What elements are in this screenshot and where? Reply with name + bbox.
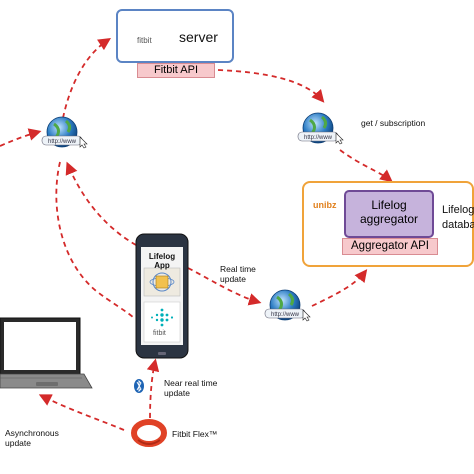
arrow-band-to-phone bbox=[146, 358, 160, 419]
internet-globe-left: http://www bbox=[41, 116, 88, 149]
lifelog-app-label: Lifelog App bbox=[148, 252, 176, 270]
org-label: unibz bbox=[313, 200, 337, 210]
fitbit-server-box bbox=[116, 9, 234, 63]
server-label: server bbox=[179, 29, 218, 45]
svg-text:http://www: http://www bbox=[304, 135, 333, 141]
arrow-band-to-laptop bbox=[38, 394, 125, 431]
arrow-globe2-to-aggregator bbox=[339, 149, 393, 183]
server-logo-text: fitbit bbox=[137, 36, 152, 45]
svg-text:http://www: http://www bbox=[48, 139, 77, 145]
near-real-time-update-label: Near real time update bbox=[164, 378, 218, 398]
get-subscription-label: get / subscription bbox=[361, 118, 426, 128]
arrow-phone-to-globe1 bbox=[65, 161, 137, 246]
arrow-globe1-to-server bbox=[62, 38, 112, 119]
database-label: Lifelog database bbox=[442, 204, 474, 231]
svg-text:http://www: http://www bbox=[271, 312, 300, 318]
bluetooth-icon bbox=[134, 379, 144, 393]
real-time-update-label: Real time update bbox=[220, 264, 256, 284]
internet-globe-top-right: http://www bbox=[297, 112, 344, 145]
aggregator-api-label: Aggregator API bbox=[342, 238, 438, 255]
fitbit-logo-icon bbox=[151, 308, 174, 327]
lifelog-aggregator-box: Lifelog aggregator bbox=[344, 190, 434, 238]
internet-globe-bottom: http://www bbox=[264, 289, 311, 322]
arrow-globe3-to-aggregator bbox=[311, 269, 368, 307]
arrow-offscreen-to-globe1 bbox=[0, 128, 42, 147]
smartphone bbox=[135, 233, 189, 359]
fitbit-flex-band-icon bbox=[131, 419, 167, 447]
laptop bbox=[0, 317, 93, 389]
asynchronous-update-label: Asynchronous update bbox=[5, 428, 59, 448]
phone-fitbit-logo-text: fitbit bbox=[153, 330, 166, 337]
fitbit-api-label: Fitbit API bbox=[137, 63, 215, 78]
fitbit-flex-label: Fitbit Flex™ bbox=[172, 429, 218, 439]
arrow-server-to-globe2 bbox=[217, 69, 325, 103]
arrow-globe1-down bbox=[55, 161, 135, 319]
